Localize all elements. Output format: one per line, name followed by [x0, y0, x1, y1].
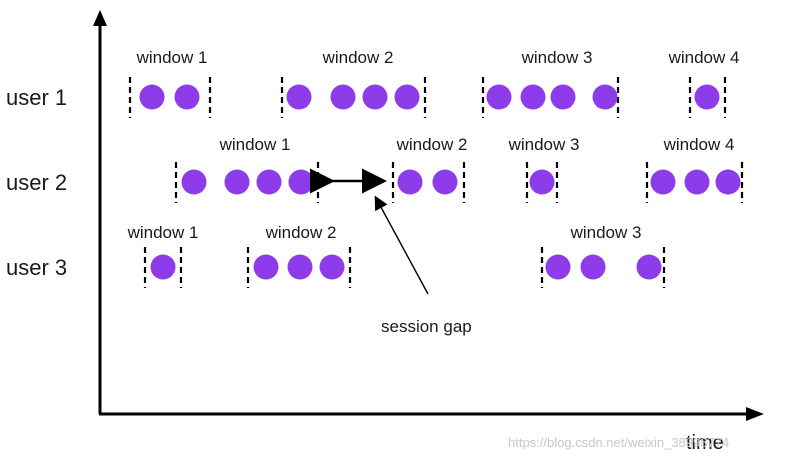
user-3-window-3 [540, 247, 666, 288]
event-dot [139, 84, 165, 110]
session-gap-label: session gap [381, 317, 472, 336]
event-dot [286, 84, 312, 110]
event-dot [636, 254, 662, 280]
event-dot [580, 254, 606, 280]
y-axis-arrowhead [93, 10, 107, 26]
event-dot [287, 254, 313, 280]
u2-window-2-label: window 2 [396, 135, 468, 154]
event-dot [592, 84, 618, 110]
event-dot [432, 169, 458, 195]
u3-window-3-label: window 3 [570, 223, 642, 242]
event-dot [684, 169, 710, 195]
event-dot [650, 169, 676, 195]
u2-window-1-label: window 1 [219, 135, 291, 154]
event-dot [174, 84, 200, 110]
watermark: https://blog.csdn.net/weixin_38998774 [508, 435, 729, 450]
event-dot [529, 169, 555, 195]
event-dot [397, 169, 423, 195]
user-2-window-3 [525, 162, 559, 203]
windows-layer [128, 77, 744, 288]
user-label-1: user 1 [6, 85, 67, 110]
event-dot [319, 254, 345, 280]
event-dot [362, 84, 388, 110]
event-dot [288, 169, 314, 195]
user-label-3: user 3 [6, 255, 67, 280]
event-dot [253, 254, 279, 280]
u3-window-1-label: window 1 [127, 223, 199, 242]
user-1-window-2 [280, 77, 427, 118]
event-dot [550, 84, 576, 110]
user-label-2: user 2 [6, 170, 67, 195]
u1-window-3-label: window 3 [521, 48, 593, 67]
event-dot [394, 84, 420, 110]
user-2-window-1 [174, 162, 320, 203]
event-dot [694, 84, 720, 110]
u1-window-2-label: window 2 [322, 48, 394, 67]
user-1-window-4 [688, 77, 727, 118]
u3-window-2-label: window 2 [265, 223, 337, 242]
event-dot [545, 254, 571, 280]
event-dot [224, 169, 250, 195]
user-1-window-1 [128, 77, 212, 118]
x-axis-label: time [686, 432, 724, 454]
event-dot [150, 254, 176, 280]
event-dot [181, 169, 207, 195]
event-dot [520, 84, 546, 110]
u2-window-3-label: window 3 [508, 135, 580, 154]
u2-window-4-label: window 4 [663, 135, 735, 154]
event-dot [486, 84, 512, 110]
user-2-window-2 [391, 162, 466, 203]
user-3-window-2 [246, 247, 352, 288]
x-axis-arrowhead [746, 407, 764, 421]
session-gap-pointer [374, 195, 429, 295]
user-3-window-1 [143, 247, 183, 288]
user-1-window-3 [481, 77, 620, 118]
event-dot [256, 169, 282, 195]
user-2-window-4 [645, 162, 744, 203]
u1-window-4-label: window 4 [668, 48, 740, 67]
event-dot [330, 84, 356, 110]
event-dot [715, 169, 741, 195]
u1-window-1-label: window 1 [136, 48, 208, 67]
